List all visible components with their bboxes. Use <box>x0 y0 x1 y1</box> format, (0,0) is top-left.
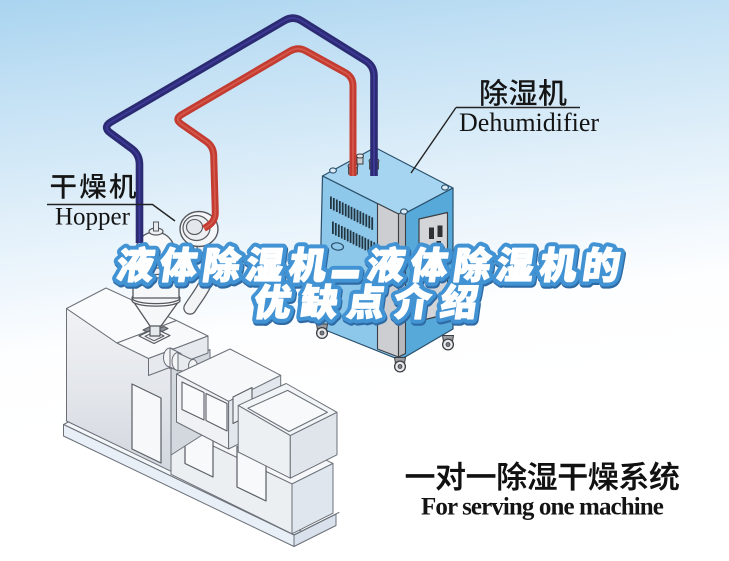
svg-text:Dehumidifier: Dehumidifier <box>459 108 599 137</box>
svg-text:Hopper: Hopper <box>55 204 131 231</box>
svg-text:For serving one machine: For serving one machine <box>421 494 664 521</box>
